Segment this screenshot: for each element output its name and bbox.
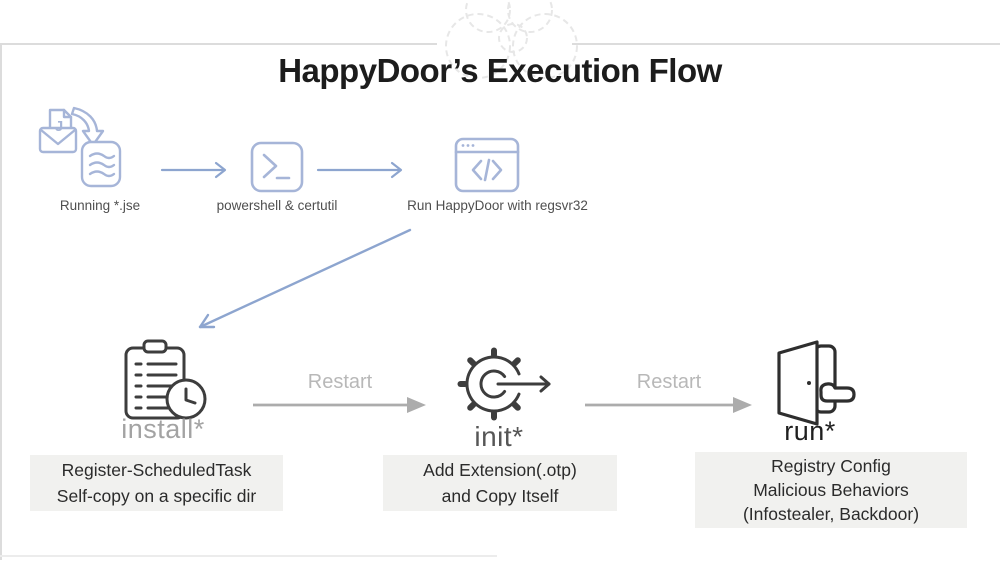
bottom-border-left bbox=[0, 555, 497, 557]
step-label-running-jse: Running *.jse bbox=[59, 198, 141, 213]
note-line: (Infostealer, Backdoor) bbox=[742, 504, 920, 525]
biohazard-watermark-icon bbox=[445, 0, 578, 79]
flow-arrow-icon bbox=[316, 161, 403, 179]
page-title: HappyDoor’s Execution Flow bbox=[278, 52, 722, 89]
top-border-right bbox=[572, 43, 1000, 45]
browser-code-icon bbox=[454, 137, 520, 193]
email-script-icon: J bbox=[38, 106, 122, 188]
svg-text:J: J bbox=[55, 118, 63, 135]
stage-label-install: install* bbox=[121, 414, 205, 444]
note-line: Self-copy on a specific dir bbox=[56, 486, 257, 506]
flow-arrow-icon bbox=[160, 161, 227, 179]
step-label-regsvr32: Run HappyDoor with regsvr32 bbox=[407, 198, 588, 213]
stage-label-init: init* bbox=[474, 421, 524, 452]
open-door-icon bbox=[777, 340, 856, 426]
note-box-init: Add Extension(.otp) and Copy Itself bbox=[383, 455, 617, 511]
restart-arrow-icon bbox=[253, 397, 426, 413]
note-line: Add Extension(.otp) bbox=[423, 459, 577, 480]
left-border bbox=[0, 43, 2, 560]
gear-init-icon bbox=[457, 347, 551, 421]
powershell-icon bbox=[250, 141, 304, 193]
note-line: and Copy Itself bbox=[441, 486, 559, 506]
note-box-run: Registry Config Malicious Behaviors (Inf… bbox=[695, 452, 967, 528]
flow-arrow-diagonal-icon bbox=[198, 228, 412, 329]
top-border-left bbox=[0, 43, 437, 45]
note-box-install: Register-ScheduledTask Self-copy on a sp… bbox=[30, 455, 283, 511]
step-label-powershell: powershell & certutil bbox=[216, 198, 338, 213]
note-line: Registry Config bbox=[771, 455, 891, 476]
restart-label-1: Restart bbox=[307, 371, 373, 393]
restart-arrow-icon bbox=[585, 397, 752, 413]
restart-label-2: Restart bbox=[636, 371, 702, 393]
note-line: Malicious Behaviors bbox=[753, 479, 909, 500]
note-line: Register-ScheduledTask bbox=[61, 459, 252, 480]
stage-label-run: run* bbox=[784, 416, 836, 446]
clipboard-schedule-icon bbox=[124, 339, 207, 420]
